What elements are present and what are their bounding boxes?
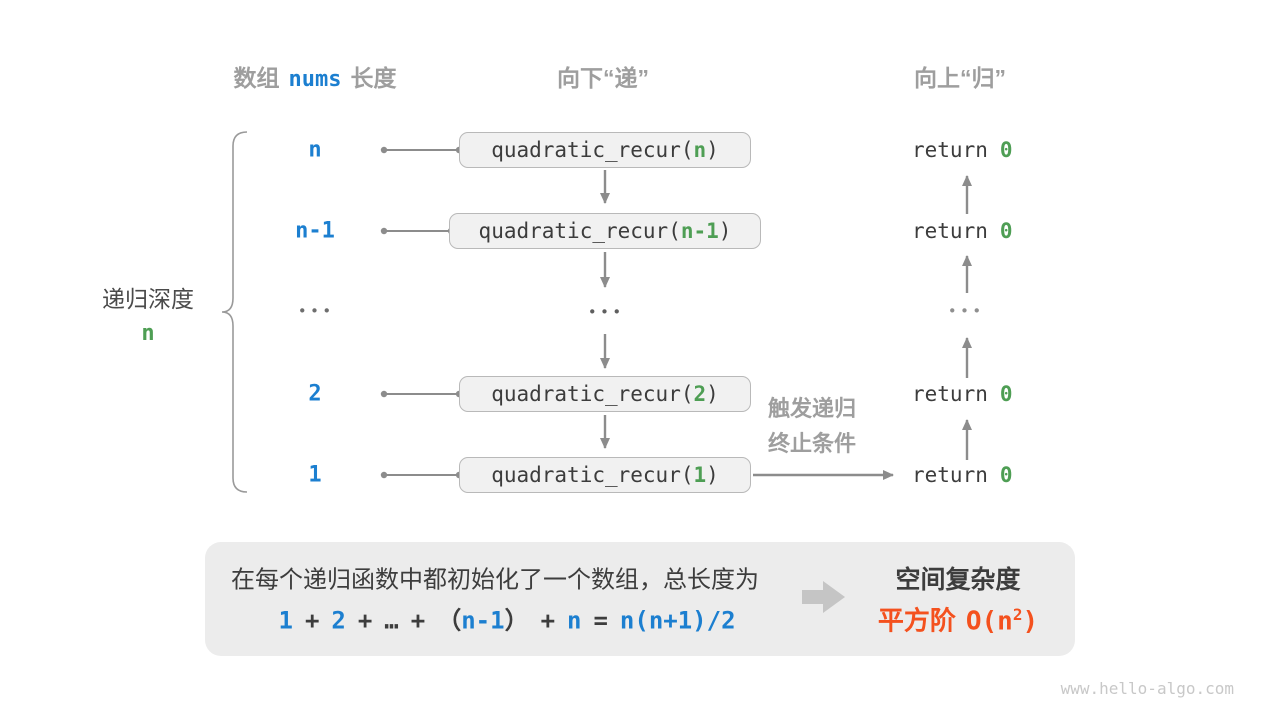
- big-o-close: ): [1022, 606, 1039, 637]
- call-box-n: quadratic_recur(n): [459, 132, 751, 168]
- formula-ellipsis: …: [384, 606, 399, 635]
- call-fn-name: quadratic_recur(: [478, 219, 681, 243]
- ellipsis-middle: •••: [589, 303, 627, 321]
- return-statement: return 0: [912, 382, 1013, 406]
- return-value: 0: [999, 382, 1013, 406]
- formula-equals: =: [593, 606, 608, 635]
- summary-panel: [205, 542, 1075, 656]
- call-arg: 1: [693, 463, 707, 487]
- formula-term: n: [567, 606, 582, 635]
- return-keyword: return: [912, 219, 988, 243]
- ellipsis-right: •••: [949, 302, 987, 320]
- call-fn-close: ): [706, 463, 719, 487]
- formula-paren: ）: [504, 606, 529, 635]
- depth-1: 1: [308, 462, 322, 488]
- formula-operator: +: [357, 606, 373, 635]
- header-nums-code: nums: [288, 67, 342, 92]
- header-length-label: 长度: [350, 65, 397, 91]
- call-arg: n-1: [680, 219, 719, 243]
- call-fn-name: quadratic_recur(: [491, 463, 694, 487]
- return-statement: return 0: [912, 463, 1013, 487]
- formula-operator: +: [540, 606, 556, 635]
- column-header-return: 向上“归”: [914, 65, 1006, 91]
- return-keyword: return: [912, 382, 988, 406]
- call-fn-close: ): [706, 382, 719, 406]
- call-box-2: quadratic_recur(2): [459, 376, 751, 412]
- complexity-title: 空间复杂度: [895, 566, 1021, 594]
- call-box-n-1: quadratic_recur(n-1): [449, 213, 761, 249]
- formula-term: 1: [278, 606, 293, 635]
- depth-brace-icon: [221, 131, 248, 493]
- connector-endpoint-dots: [380, 146, 463, 479]
- formula-term: 2: [331, 606, 346, 635]
- call-fn-name: quadratic_recur(: [491, 382, 694, 406]
- base-case-note: 触发递归 终止条件: [768, 391, 856, 461]
- depth-2: 2: [308, 381, 322, 407]
- call-arg: n: [693, 138, 707, 162]
- ellipsis-left: •••: [299, 302, 337, 320]
- column-header-array-length: 数组 nums 长度: [234, 59, 397, 93]
- call-arg: 2: [693, 382, 707, 406]
- watermark: www.hello-algo.com: [1060, 679, 1234, 698]
- big-o-notation: O(n: [965, 606, 1013, 637]
- big-o-exponent: 2: [1012, 604, 1023, 624]
- depth-connector-lines: [384, 149, 460, 476]
- return-statement: return 0: [912, 138, 1013, 162]
- header-array-label: 数组: [233, 65, 280, 91]
- depth-n: n: [308, 137, 322, 163]
- column-header-recurse: 向下“递”: [557, 65, 649, 91]
- base-case-note-line1: 触发递归: [767, 396, 857, 421]
- return-value: 0: [999, 219, 1013, 243]
- formula-operator: +: [410, 606, 426, 635]
- depth-n-1: n-1: [295, 218, 335, 244]
- call-fn-close: ): [706, 138, 719, 162]
- return-value: 0: [999, 463, 1013, 487]
- formula-operator: +: [304, 606, 320, 635]
- call-box-1: quadratic_recur(1): [459, 457, 751, 493]
- complexity-order-label: 平方阶: [877, 605, 956, 636]
- call-fn-name: quadratic_recur(: [491, 138, 694, 162]
- formula-result: n(n+1)/2: [619, 606, 736, 635]
- call-fn-close: ): [718, 219, 732, 243]
- formula-paren: （: [437, 606, 462, 635]
- return-value: 0: [999, 138, 1013, 162]
- base-case-note-line2: 终止条件: [767, 431, 857, 456]
- summary-formula: 1 +2 + … + （n-1） + n = n(n+1)/2: [272, 601, 741, 636]
- return-keyword: return: [912, 463, 988, 487]
- formula-term: n-1: [461, 606, 505, 635]
- summary-description: 在每个递归函数中都初始化了一个数组，总长度为: [231, 566, 759, 594]
- complexity-value: 平方阶 O(n2): [878, 601, 1038, 638]
- return-keyword: return: [912, 138, 988, 162]
- recursion-depth-text: 递归深度: [102, 286, 194, 312]
- recursion-depth-value: n: [141, 321, 155, 346]
- return-statement: return 0: [912, 219, 1013, 243]
- recursion-depth-label: 递归深度 n: [102, 280, 194, 346]
